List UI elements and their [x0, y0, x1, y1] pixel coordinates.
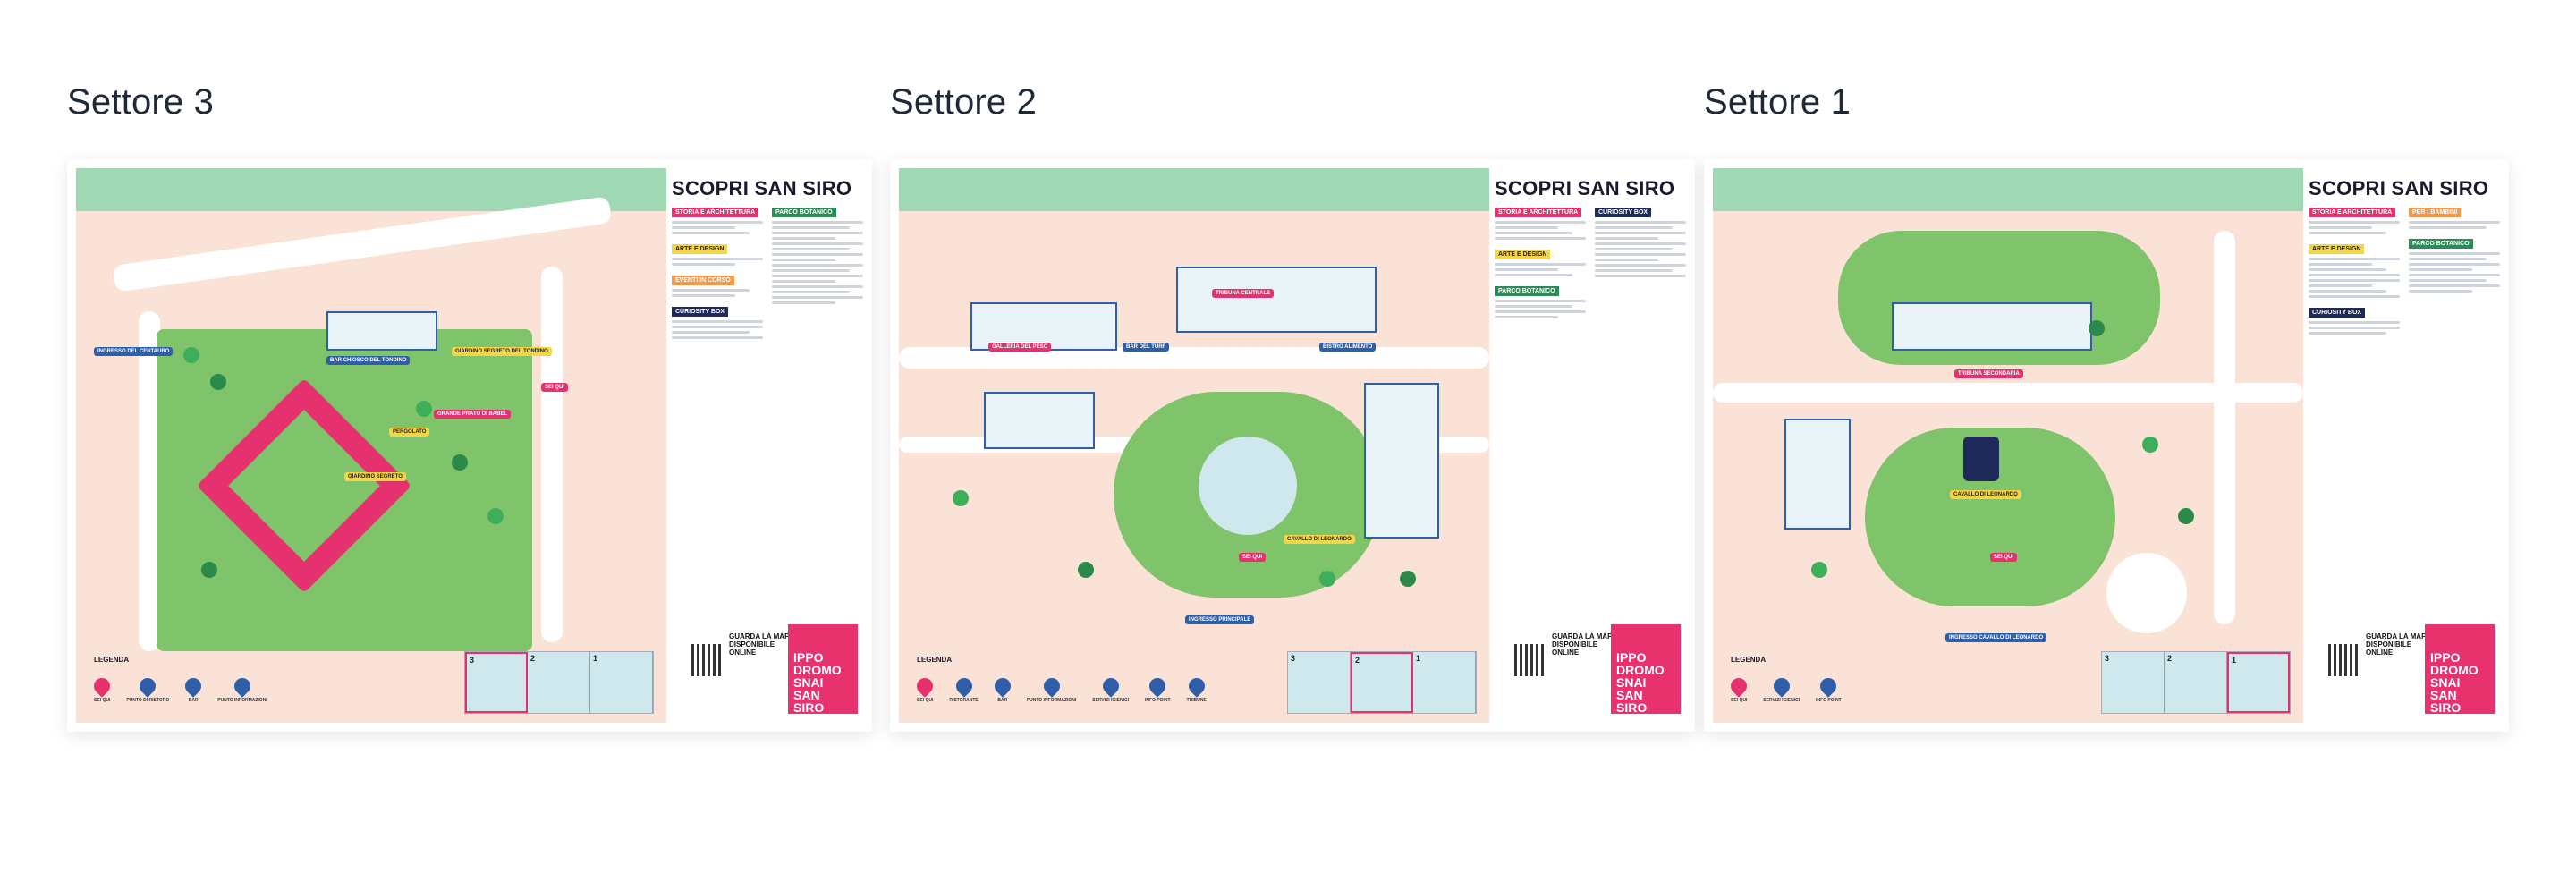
- map-card-sector-3[interactable]: INGRESSO DEL CENTAURO BAR CHIOSCO DEL TO…: [67, 159, 872, 732]
- map-label: CAVALLO DI LEONARDO: [1950, 490, 2021, 499]
- brand-title: SCOPRI SAN SIRO: [1495, 177, 1675, 199]
- map-label: TRIBUNA CENTRALE: [1212, 289, 1275, 298]
- building-tondino: [326, 311, 437, 351]
- section-heading: STORIA E ARCHITETTURA: [1495, 208, 1582, 217]
- map-illustration[interactable]: TRIBUNA CENTRALE BAR DEL TURF BISTRO ALI…: [899, 168, 1489, 723]
- building-tribuna-centrale: [1176, 267, 1377, 333]
- brand-logo: IPPO DROMO SNAI SAN SIRO: [788, 624, 858, 714]
- map-illustration[interactable]: INGRESSO DEL CENTAURO BAR CHIOSCO DEL TO…: [76, 168, 666, 723]
- horse-statue: [1963, 437, 1999, 481]
- building-side: [1364, 383, 1439, 539]
- qr-label: GUARDA LA MAPPA DISPONIBILE ONLINE: [2366, 632, 2436, 657]
- map-label: INGRESSO PRINCIPALE: [1185, 615, 1255, 624]
- map-pin-icon: [952, 674, 976, 698]
- map-pin-icon: [1817, 674, 1841, 698]
- you-are-here-label: SEI QUI: [541, 383, 569, 392]
- map-pin-icon: [913, 674, 936, 698]
- brand-logo: IPPO DROMO SNAI SAN SIRO: [2425, 624, 2495, 714]
- section-heading: CURIOSITY BOX: [2309, 308, 2366, 318]
- section-heading: PARCO BOTANICO: [2409, 239, 2473, 249]
- legend-title: LEGENDA: [1731, 656, 1767, 664]
- map-pin-icon: [231, 674, 254, 698]
- map-label: INGRESSO DEL CENTAURO: [94, 347, 174, 356]
- map-card-sector-2[interactable]: TRIBUNA CENTRALE BAR DEL TURF BISTRO ALI…: [890, 159, 1695, 732]
- map-pin-icon: [1769, 674, 1793, 698]
- section-heading: ARTE E DESIGN: [1495, 250, 1551, 259]
- map-label: GRANDE PRATO DI BABEL: [434, 410, 512, 419]
- map-label: INGRESSO CAVALLO DI LEONARDO: [1945, 633, 2047, 642]
- brand-logo: IPPO DROMO SNAI SAN SIRO: [1611, 624, 1681, 714]
- info-panel: SCOPRI SAN SIRO STORIA E ARCHITETTURA AR…: [1495, 168, 1686, 723]
- section-heading: PARCO BOTANICO: [772, 208, 836, 217]
- you-are-here-label: SEI QUI: [1990, 553, 2018, 562]
- road: [541, 267, 563, 642]
- building-left: [984, 392, 1095, 449]
- map-label: BISTRO ALIMENTO: [1319, 343, 1377, 352]
- building-tribuna-secondaria: [1892, 302, 2092, 351]
- info-panel: SCOPRI SAN SIRO STORIA E ARCHITETTURA AR…: [672, 168, 863, 723]
- sector-title-3: Settore 3: [67, 82, 215, 122]
- map-label: GIARDINO SEGRETO: [344, 472, 406, 481]
- legend-pins: SEI QUI RISTORANTE BAR PUNTO INFORMAZION…: [913, 674, 1208, 703]
- map-label: GALLERIA DEL PESO: [988, 343, 1052, 352]
- section-heading: CURIOSITY BOX: [672, 307, 729, 317]
- roundabout: [2106, 553, 2187, 633]
- map-illustration[interactable]: TRIBUNA SECONDARIA CAVALLO DI LEONARDO S…: [1713, 168, 2303, 723]
- minimap[interactable]: 3 2 1: [2101, 651, 2291, 714]
- map-pin-icon: [1146, 674, 1170, 698]
- qr-label: GUARDA LA MAPPA DISPONIBILE ONLINE: [1552, 632, 1622, 657]
- map-pin-icon: [1039, 674, 1063, 698]
- brand-title: SCOPRI SAN SIRO: [672, 177, 852, 199]
- map-pin-icon: [90, 674, 114, 698]
- map-label: PERGOLATO: [389, 428, 430, 437]
- qr-code[interactable]: [2328, 644, 2360, 676]
- legend-pins: SEI QUI SERVIZI IGIENICI INFO POINT: [1727, 674, 1842, 703]
- map-card-sector-1[interactable]: TRIBUNA SECONDARIA CAVALLO DI LEONARDO S…: [1704, 159, 2509, 732]
- brand-title: SCOPRI SAN SIRO: [2309, 177, 2489, 199]
- qr-code[interactable]: [1514, 644, 1546, 676]
- map-label: BAR DEL TURF: [1123, 343, 1170, 352]
- legend-title: LEGENDA: [94, 656, 130, 664]
- map-pin-icon: [182, 674, 205, 698]
- building-left: [1784, 419, 1851, 530]
- minimap[interactable]: 3 2 1: [1287, 651, 1477, 714]
- section-heading: PER I BAMBINI: [2409, 208, 2462, 217]
- map-label: GIARDINO SEGRETO DEL TONDINO: [452, 347, 552, 356]
- section-heading: EVENTI IN CORSO: [672, 276, 734, 285]
- map-top-band: [1713, 168, 2303, 211]
- section-heading: ARTE E DESIGN: [2309, 244, 2365, 254]
- map-pin-icon: [1184, 674, 1208, 698]
- section-heading: ARTE E DESIGN: [672, 244, 728, 254]
- section-heading: CURIOSITY BOX: [1595, 208, 1652, 217]
- map-top-band: [899, 168, 1489, 211]
- qr-code[interactable]: [691, 644, 724, 676]
- map-pin-icon: [1098, 674, 1123, 698]
- map-label: CAVALLO DI LEONARDO: [1284, 535, 1355, 544]
- map-pin-icon: [136, 674, 160, 698]
- sector-title-1: Settore 1: [1704, 82, 1852, 122]
- map-label: BAR CHIOSCO DEL TONDINO: [326, 356, 411, 365]
- road: [1713, 383, 2303, 403]
- legend-pins: SEI QUI PUNTO DI RISTORO BAR PUNTO INFOR…: [90, 674, 267, 703]
- minimap[interactable]: 3 2 1: [464, 651, 654, 714]
- section-heading: STORIA E ARCHITETTURA: [672, 208, 759, 217]
- info-panel: SCOPRI SAN SIRO STORIA E ARCHITETTURA AR…: [2309, 168, 2500, 723]
- qr-label: GUARDA LA MAPPA DISPONIBILE ONLINE: [729, 632, 799, 657]
- map-pin-icon: [991, 674, 1014, 698]
- legend-title: LEGENDA: [917, 656, 953, 664]
- sector-title-2: Settore 2: [890, 82, 1038, 122]
- map-pin-icon: [1727, 674, 1750, 698]
- section-heading: STORIA E ARCHITETTURA: [2309, 208, 2396, 217]
- road: [2214, 231, 2235, 624]
- you-are-here-label: SEI QUI: [1239, 553, 1267, 562]
- section-heading: PARCO BOTANICO: [1495, 286, 1559, 296]
- fountain: [1199, 437, 1297, 535]
- map-label: TRIBUNA SECONDARIA: [1954, 369, 2023, 378]
